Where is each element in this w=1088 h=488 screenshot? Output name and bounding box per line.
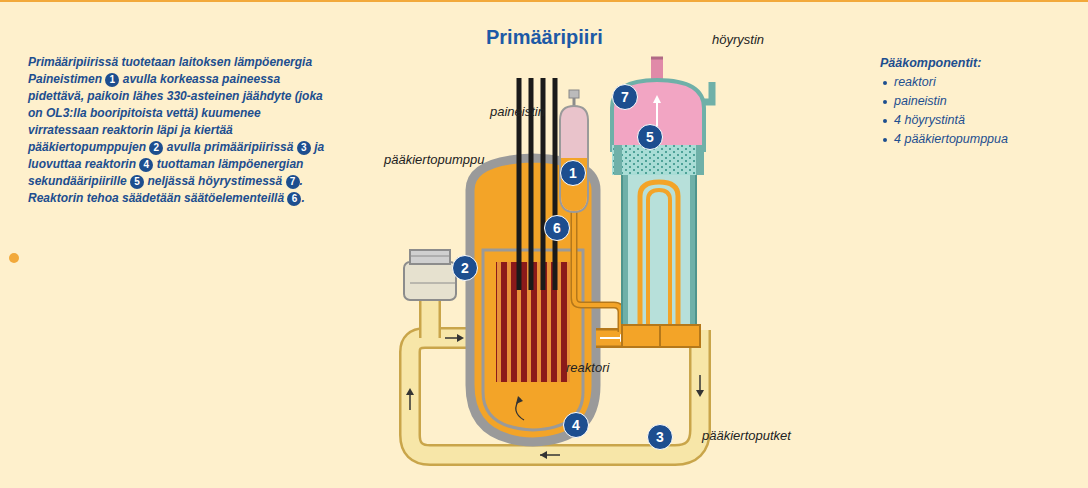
- callout-number: 5: [637, 124, 663, 150]
- inline-callout-number: 3: [297, 141, 311, 155]
- description-text: .: [301, 191, 304, 205]
- part-label: höyrystin: [712, 32, 764, 47]
- part-label: paineistin: [490, 104, 545, 119]
- inline-callout-number: 7: [286, 175, 300, 189]
- list-item: paineistin: [880, 92, 1008, 111]
- callout-number: 6: [544, 215, 570, 241]
- diagram-title: Primääripiiri: [486, 26, 603, 49]
- part-label: pääkiertoputket: [702, 428, 791, 443]
- inline-callout-number: 2: [149, 141, 163, 155]
- callout-number: 2: [452, 255, 478, 281]
- callout-number: 7: [612, 84, 638, 110]
- description-text: Paineistimen: [28, 72, 102, 86]
- list-item: 4 höyrystintä: [880, 111, 1008, 130]
- callout-number: 1: [560, 160, 586, 186]
- inline-callout-number: 4: [139, 158, 153, 172]
- part-label: reaktori: [566, 360, 609, 375]
- callout-number: 3: [647, 424, 673, 450]
- inline-callout-number: 5: [130, 175, 144, 189]
- callout-number: 4: [563, 412, 589, 438]
- inline-callout-number: 1: [105, 73, 119, 87]
- list-item: 4 pääkiertopumppua: [880, 130, 1008, 149]
- description-heading: Primääripiirissä tuotetaan laitoksen läm…: [28, 54, 333, 71]
- list-item: reaktori: [880, 73, 1008, 92]
- part-label: pääkiertopumppu: [384, 152, 484, 167]
- inline-callout-number: 6: [287, 192, 301, 206]
- list-heading: Pääkomponentit:: [880, 54, 1008, 73]
- description-text: avulla primääripiirissä: [167, 140, 294, 154]
- component-list: Pääkomponentit:reaktoripaineistin4 höyry…: [880, 54, 1008, 149]
- description-text: neljässä höyrystimessä: [147, 174, 282, 188]
- description-block: Primääripiirissä tuotetaan laitoksen läm…: [28, 54, 333, 207]
